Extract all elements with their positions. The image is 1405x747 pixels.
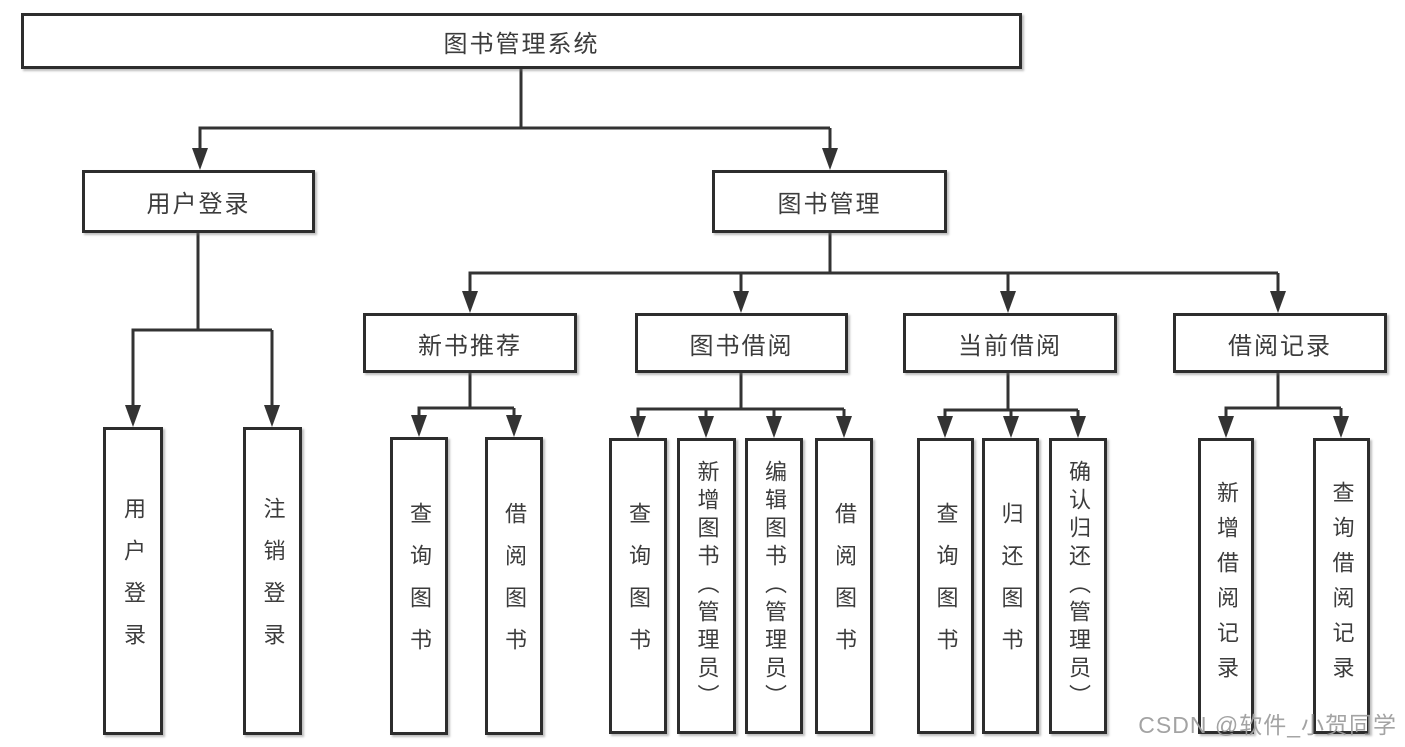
leaf-add-borrow-record: 新增借阅记录 bbox=[1198, 438, 1254, 734]
leaf-label: 编辑图书（管理员） bbox=[762, 460, 787, 712]
node-borrow-record: 借阅记录 bbox=[1173, 313, 1387, 373]
node-new-book-recommend: 新书推荐 bbox=[363, 313, 577, 373]
leaf-label: 查询借阅记录 bbox=[1329, 481, 1355, 691]
node-label: 图书借阅 bbox=[689, 332, 794, 360]
node-label: 借阅记录 bbox=[1228, 332, 1332, 360]
leaf-label: 查询图书 bbox=[626, 502, 651, 670]
leaf-return-books: 归还图书 bbox=[982, 438, 1039, 734]
leaf-label: 归还图书 bbox=[998, 502, 1024, 670]
leaf-logout: 注销登录 bbox=[243, 427, 302, 735]
leaf-confirm-return-admin: 确认归还（管理员） bbox=[1049, 438, 1107, 734]
leaf-label: 用户登录 bbox=[121, 497, 146, 665]
leaf-borrow-books-1: 借阅图书 bbox=[485, 437, 543, 735]
csdn-watermark: CSDN @软件_小贺同学 bbox=[1138, 712, 1397, 738]
node-book-management: 图书管理 bbox=[712, 170, 947, 233]
leaf-label: 查询图书 bbox=[407, 502, 432, 670]
node-book-borrow: 图书借阅 bbox=[635, 313, 848, 373]
leaf-query-borrow-record: 查询借阅记录 bbox=[1313, 438, 1370, 734]
leaf-edit-books-admin: 编辑图书（管理员） bbox=[745, 438, 803, 734]
node-label: 新书推荐 bbox=[418, 332, 522, 360]
leaf-label: 确认归还（管理员） bbox=[1066, 460, 1091, 712]
leaf-label: 新增图书（管理员） bbox=[694, 460, 720, 712]
leaf-borrow-books-2: 借阅图书 bbox=[815, 438, 873, 734]
leaf-query-books-3: 查询图书 bbox=[917, 438, 974, 734]
leaf-label: 新增借阅记录 bbox=[1214, 481, 1239, 691]
node-label: 用户登录 bbox=[146, 191, 251, 218]
leaf-label: 查询图书 bbox=[933, 502, 959, 670]
leaf-label: 借阅图书 bbox=[502, 502, 527, 670]
node-label: 图书管理系统 bbox=[443, 30, 600, 58]
leaf-label: 借阅图书 bbox=[832, 502, 857, 670]
leaf-query-books-1: 查询图书 bbox=[390, 437, 448, 735]
node-library-management-system: 图书管理系统 bbox=[21, 13, 1022, 69]
leaf-add-books-admin: 新增图书（管理员） bbox=[677, 438, 736, 734]
leaf-label: 注销登录 bbox=[260, 497, 286, 665]
leaf-query-books-2: 查询图书 bbox=[609, 438, 667, 734]
node-current-borrow: 当前借阅 bbox=[903, 313, 1117, 373]
node-user-login: 用户登录 bbox=[82, 170, 315, 233]
leaf-user-login: 用户登录 bbox=[103, 427, 163, 735]
arrowheads bbox=[125, 148, 1349, 438]
node-label: 当前借阅 bbox=[958, 332, 1062, 360]
node-label: 图书管理 bbox=[777, 191, 882, 218]
